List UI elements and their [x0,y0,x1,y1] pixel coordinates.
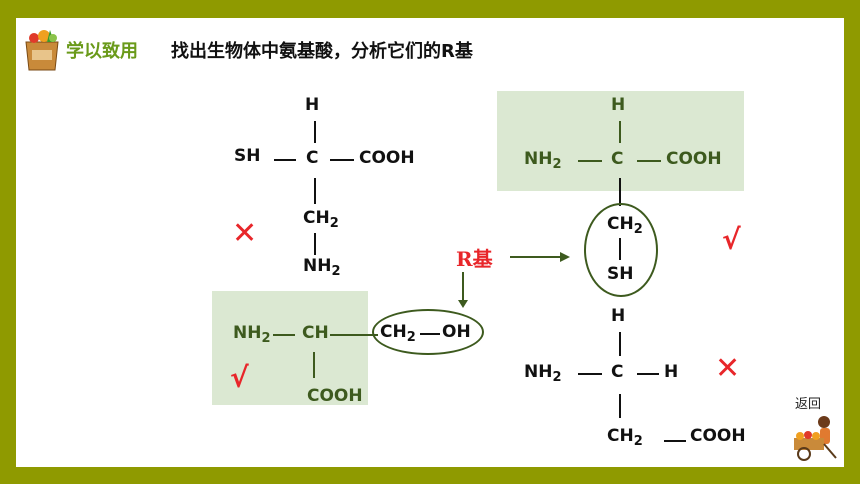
atom-oh: OH [442,322,471,342]
atom-nh2: NH2 [524,362,562,385]
atom-c: C [306,148,319,168]
back-button[interactable]: 返回 [790,396,842,464]
arrow-down-icon [458,272,468,308]
atom-cooh: COOH [307,386,363,406]
atom-h: H [611,306,626,326]
bond [330,334,378,336]
bond [619,238,621,260]
bond [273,334,295,336]
bond [664,440,686,442]
atom-h: H [305,95,320,115]
bond [330,159,354,161]
bond [314,178,316,204]
atom-ch2: CH2 [303,208,339,231]
r-group-ellipse [584,203,658,297]
atom-ch2: CH2 [380,322,416,345]
back-label: 返回 [795,397,822,412]
check-mark: √ [722,223,741,256]
atom-h-right: H [664,362,679,382]
atom-sh: SH [234,146,261,166]
highlight-box [212,291,368,405]
atom-cooh: COOH [690,426,746,446]
atom-nh2: NH2 [233,323,271,346]
cross-mark: ✕ [232,216,258,251]
bond [637,160,661,162]
bond [619,394,621,418]
atom-nh2: NH2 [303,256,341,279]
bond [274,159,296,161]
atom-h: H [611,95,626,115]
bond [578,160,602,162]
atom-ch: CH [302,323,329,343]
arrow-right-icon [510,252,570,262]
bond [619,178,621,206]
bond [313,352,315,378]
atom-cooh: COOH [359,148,415,168]
vendor-cart-icon [794,416,837,461]
page-title: 找出生物体中氨基酸，分析它们的R基 [171,41,473,62]
bond [420,333,440,335]
atom-c: C [611,362,624,382]
bond [314,233,316,255]
atom-cooh: COOH [666,149,722,169]
header-tag: 学以致用 [66,41,138,62]
grocery-bag-icon [25,30,59,71]
bond [314,121,316,143]
r-group-label: R基 [456,247,493,271]
cross-mark: ✕ [715,351,741,386]
bond [637,373,659,375]
check-mark: √ [230,361,249,394]
atom-sh: SH [607,264,634,284]
atom-nh2: NH2 [524,149,562,172]
atom-c: C [611,149,624,169]
atom-ch2: CH2 [607,426,643,449]
r-group-ellipse [372,309,484,355]
bond [578,373,602,375]
slide [16,18,844,467]
bond [619,332,621,356]
bond [619,121,621,143]
atom-ch2: CH2 [607,214,643,237]
